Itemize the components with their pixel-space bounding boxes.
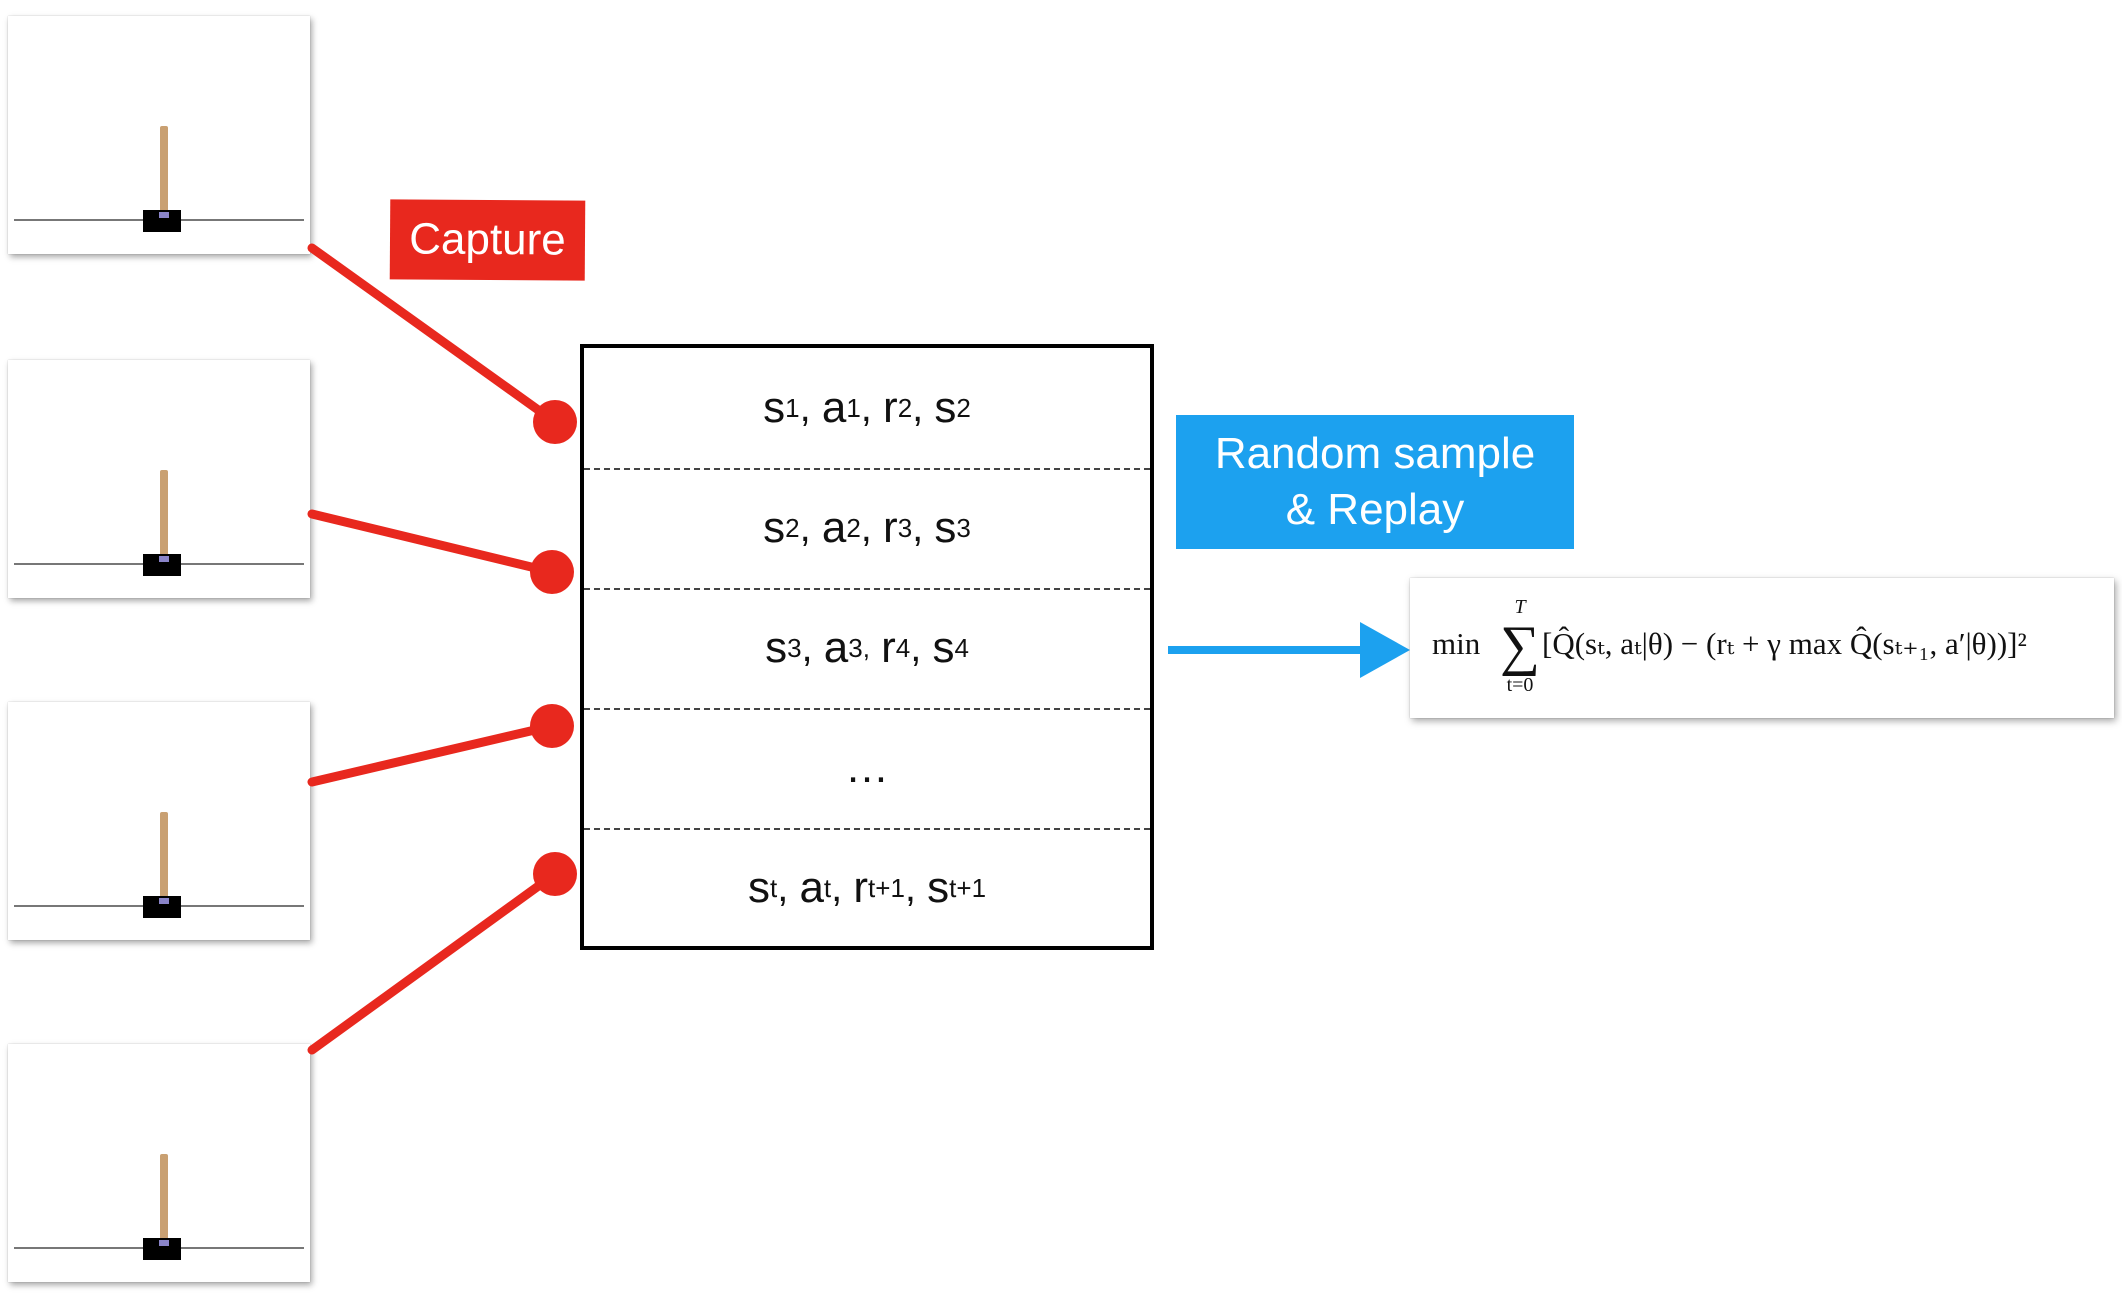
cart [143,554,181,576]
reward-index: 3 [897,512,913,543]
sum-symbol: ∑ [1500,615,1540,677]
state-symbol: s [747,863,770,912]
state-index: 2 [785,512,800,543]
capture-wire-4 [307,869,560,1055]
reward-symbol: r [883,383,898,432]
capture-label: Capture [389,199,586,281]
next-state-index: 2 [956,392,971,423]
reward-index: 4 [895,632,911,663]
cart [143,1238,181,1260]
capture-wire-2 [307,509,557,577]
state-symbol: s [763,383,786,432]
next-state-index: 4 [954,632,969,663]
row-separator [584,828,1150,830]
action-index: t [823,872,832,903]
action-symbol: a [799,863,824,912]
next-state-index: t+1 [949,872,987,903]
formula-body: [Q̂(sₜ, aₜ|θ) − (rₜ + γ max Q̂(sₜ₊₁, a′|… [1542,626,2027,661]
action-symbol: a [821,503,847,552]
next-state-symbol: s [927,863,950,912]
cartpole-frame-1 [8,16,310,254]
action-index: 2 [846,512,861,543]
axle [159,212,169,218]
ellipsis: … [845,743,889,792]
pole [160,812,168,902]
row-separator [584,468,1150,470]
next-state-symbol: s [934,383,957,432]
pole [160,1154,168,1244]
capture-label-text: Capture [409,214,566,265]
reward-index: 2 [897,392,913,423]
state-symbol: s [765,623,788,672]
action-index: 3, [848,632,870,663]
action-symbol: a [823,623,849,672]
row-separator [584,708,1150,710]
reward-symbol: r [853,863,869,912]
sum-lower-limit: t=0 [1506,674,1534,696]
axle [159,556,169,562]
axle [159,898,169,904]
cartpole-frame-4 [8,1044,310,1282]
capture-wire-3 [307,721,557,787]
state-index: t [769,872,778,903]
loss-formula-card: min T ∑ t=0 [Q̂(sₜ, aₜ|θ) − (rₜ + γ max … [1410,578,2114,718]
capture-wire-1 [307,243,560,427]
next-state-symbol: s [934,503,957,552]
replay-label-line-2: & Replay [1285,485,1465,534]
sum-upper-limit: T [1514,596,1526,618]
wire-dot-4 [533,852,577,896]
reward-symbol: r [881,623,896,672]
cartpole-frame-3 [8,702,310,940]
state-index: 1 [785,392,800,423]
state-symbol: s [763,503,786,552]
summation: T ∑ t=0 [1495,596,1545,696]
reward-symbol: r [883,503,898,552]
random-sample-replay-label: Random sample & Replay [1176,415,1574,549]
wire-dot-2 [530,550,574,594]
wire-dot-3 [530,704,574,748]
action-index: 1 [846,392,861,423]
row-separator [584,588,1150,590]
wire-dot-1 [533,400,577,444]
next-state-symbol: s [932,623,955,672]
replay-label-line-1: Random sample [1214,429,1536,478]
reward-index: t+1 [868,872,905,903]
pole [160,126,168,216]
buffer-row-ellipsis: … [584,708,1150,828]
next-state-index: 3 [956,512,971,543]
cart [143,210,181,232]
axle [159,1240,169,1246]
formula-min: min [1432,626,1481,661]
cartpole-frame-2 [8,360,310,598]
arrow-right-icon [1168,622,1410,678]
state-index: 3 [787,632,802,663]
pole [160,470,168,560]
cart [143,896,181,918]
action-symbol: a [821,383,847,432]
